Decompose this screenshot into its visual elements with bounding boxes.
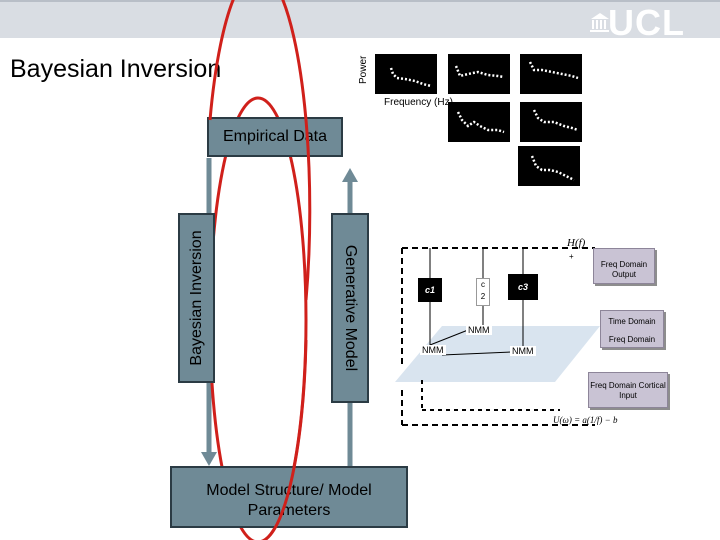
logo-text: UCL [608, 2, 685, 43]
time-domain-label: Time Domain [608, 317, 656, 326]
c3-node: c3 [508, 274, 538, 300]
transfer-function-label: H(f) [567, 237, 586, 249]
portico-icon [590, 13, 609, 32]
nmm-center-label: NMM [466, 325, 492, 335]
spectrum-thumbnail [448, 102, 510, 142]
model-structure-box: Model Structure/ Model Parameters [170, 466, 408, 528]
spectrum-thumbnail [448, 54, 510, 94]
spectrum-thumbnail [520, 54, 582, 94]
arrow-spacer [601, 327, 663, 335]
c1-node: c1 [418, 278, 442, 302]
generative-model-label: Generative Model [342, 244, 359, 372]
freq-domain-cortical-input-box: Freq Domain Cortical Input [588, 372, 668, 408]
header-band-edge [0, 0, 720, 2]
spectrum-thumbnail [375, 54, 437, 94]
slide-title: Bayesian Inversion [10, 55, 222, 83]
ucl-logo: UCL [590, 2, 710, 43]
c2-node: c 2 [476, 278, 490, 306]
power-axis-label: Power [358, 55, 369, 84]
freq-domain-label: Freq Domain [608, 335, 656, 344]
nmm-left-label: NMM [420, 345, 446, 355]
c2-label-bottom: 2 [480, 292, 486, 301]
sum-sign: + [569, 252, 574, 261]
generative-model-box: Generative Model [331, 213, 369, 403]
c2-label-top: c [481, 280, 485, 289]
frequency-axis-label: Frequency (Hz) [384, 97, 453, 108]
nmm-right-label: NMM [510, 346, 536, 356]
freq-domain-output-box: Freq Domain Output [593, 248, 655, 284]
input-spectrum-formula: U(ω) = a(1/f) − b [553, 415, 618, 425]
time-freq-domain-box: Time Domain Freq Domain [600, 310, 664, 348]
spectrum-thumbnail [518, 146, 580, 186]
bayesian-inversion-label: Bayesian Inversion [187, 230, 205, 366]
spectrum-thumbnail [520, 102, 582, 142]
empirical-data-box: Empirical Data [207, 117, 343, 157]
bayesian-inversion-box: Bayesian Inversion [178, 213, 215, 383]
